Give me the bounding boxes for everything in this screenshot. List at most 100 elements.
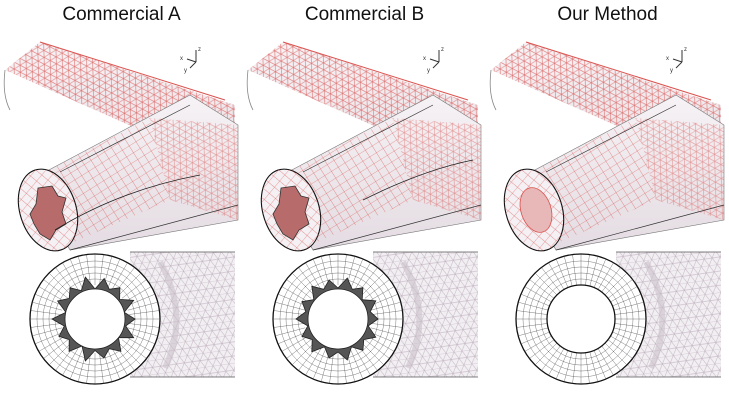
radial-line	[607, 279, 633, 299]
radial-line	[281, 335, 309, 352]
main-tube-top-edge	[302, 104, 434, 173]
radial-line	[111, 348, 128, 376]
radial-line	[121, 279, 147, 299]
radial-line	[593, 350, 607, 380]
axis-triad: zxy	[666, 47, 687, 74]
main-tube-tri-mesh	[636, 118, 724, 220]
tube-inner-bore	[519, 187, 553, 233]
interface-shadow	[400, 260, 423, 370]
x-axis	[429, 58, 440, 63]
y-axis-label: y	[184, 68, 187, 74]
radial-line	[350, 258, 364, 288]
radial-line	[597, 348, 614, 376]
radial-line	[370, 327, 401, 336]
radial-line	[370, 302, 401, 311]
radial-line	[371, 310, 403, 315]
radial-line	[118, 272, 142, 296]
radial-line	[86, 254, 91, 286]
main-tube-bottom-edge	[69, 204, 239, 251]
tube-inner-bore-jagged	[272, 185, 310, 241]
radial-line	[38, 286, 66, 303]
radial-line	[601, 267, 621, 293]
radial-line	[86, 352, 91, 384]
radial-line	[43, 279, 69, 299]
radial-line	[367, 286, 395, 303]
radial-line	[321, 351, 330, 382]
ring-line	[540, 278, 622, 360]
upper-branch-mesh	[5, 42, 235, 200]
radial-line	[354, 262, 371, 290]
radial-line	[118, 342, 142, 366]
radial-line	[124, 286, 152, 303]
radial-line	[354, 348, 371, 376]
ring-line	[291, 272, 385, 366]
radial-line	[273, 310, 305, 315]
inner-bore	[64, 288, 126, 350]
radial-line	[520, 331, 550, 345]
radial-line	[305, 348, 322, 376]
radial-line	[520, 293, 550, 307]
mesh-defect-line	[54, 174, 201, 231]
radial-line	[516, 310, 548, 315]
radial-line	[589, 351, 598, 382]
panel-title-our-method: Our Method	[557, 4, 658, 25]
pipe-3d-view: zxy	[489, 41, 725, 252]
pipe-3d-view: zxy	[246, 41, 482, 252]
ring-line	[285, 266, 391, 372]
cross-section-view	[515, 251, 721, 385]
radial-line	[34, 331, 64, 345]
radial-line	[555, 258, 569, 288]
upper-branch-rim	[3, 69, 11, 111]
radial-line	[103, 351, 112, 382]
y-axis-label: y	[427, 68, 430, 74]
upper-branch-rim	[246, 69, 254, 111]
ring-line	[42, 266, 148, 372]
radial-line	[585, 254, 590, 286]
panel-3: zxy	[489, 41, 725, 385]
radial-line	[541, 267, 561, 293]
radial-line	[572, 254, 577, 286]
radial-line	[62, 348, 79, 376]
radial-line	[342, 352, 347, 384]
interface-shadow	[157, 260, 180, 370]
radial-line	[613, 302, 644, 311]
radial-line	[99, 352, 104, 384]
radial-line	[121, 339, 147, 359]
radial-line	[516, 323, 548, 328]
radial-line	[69, 350, 83, 380]
radial-line	[548, 348, 565, 376]
main-tube-bottom-edge	[312, 204, 482, 251]
radial-line	[597, 262, 614, 290]
x-axis	[672, 58, 683, 63]
radial-line	[291, 342, 315, 366]
radial-line	[610, 286, 638, 303]
radial-line	[361, 272, 385, 296]
pipe-3d-view: zxy	[3, 41, 239, 252]
y-axis	[189, 61, 197, 69]
tube-inner-bore-jagged	[29, 185, 67, 241]
y-axis	[675, 61, 683, 69]
radial-line	[342, 254, 347, 286]
radial-line	[107, 350, 121, 380]
x-axis-label: x	[180, 56, 183, 62]
radial-line	[589, 256, 598, 287]
radial-line	[107, 258, 121, 288]
radial-line	[529, 279, 555, 299]
panel-title-commercial-a: Commercial A	[62, 4, 181, 25]
axis-triad: zxy	[423, 47, 444, 74]
ring-line	[522, 260, 640, 378]
radial-line	[305, 262, 322, 290]
radial-line	[555, 350, 569, 380]
radial-line	[312, 350, 326, 380]
radial-line	[99, 254, 104, 286]
radial-line	[62, 262, 79, 290]
x-axis	[186, 58, 197, 63]
radial-line	[369, 331, 399, 345]
radial-line	[38, 335, 66, 352]
radial-line	[350, 350, 364, 380]
radial-line	[312, 258, 326, 288]
radial-line	[548, 262, 565, 290]
radial-line	[614, 323, 646, 328]
radial-line	[534, 342, 558, 366]
